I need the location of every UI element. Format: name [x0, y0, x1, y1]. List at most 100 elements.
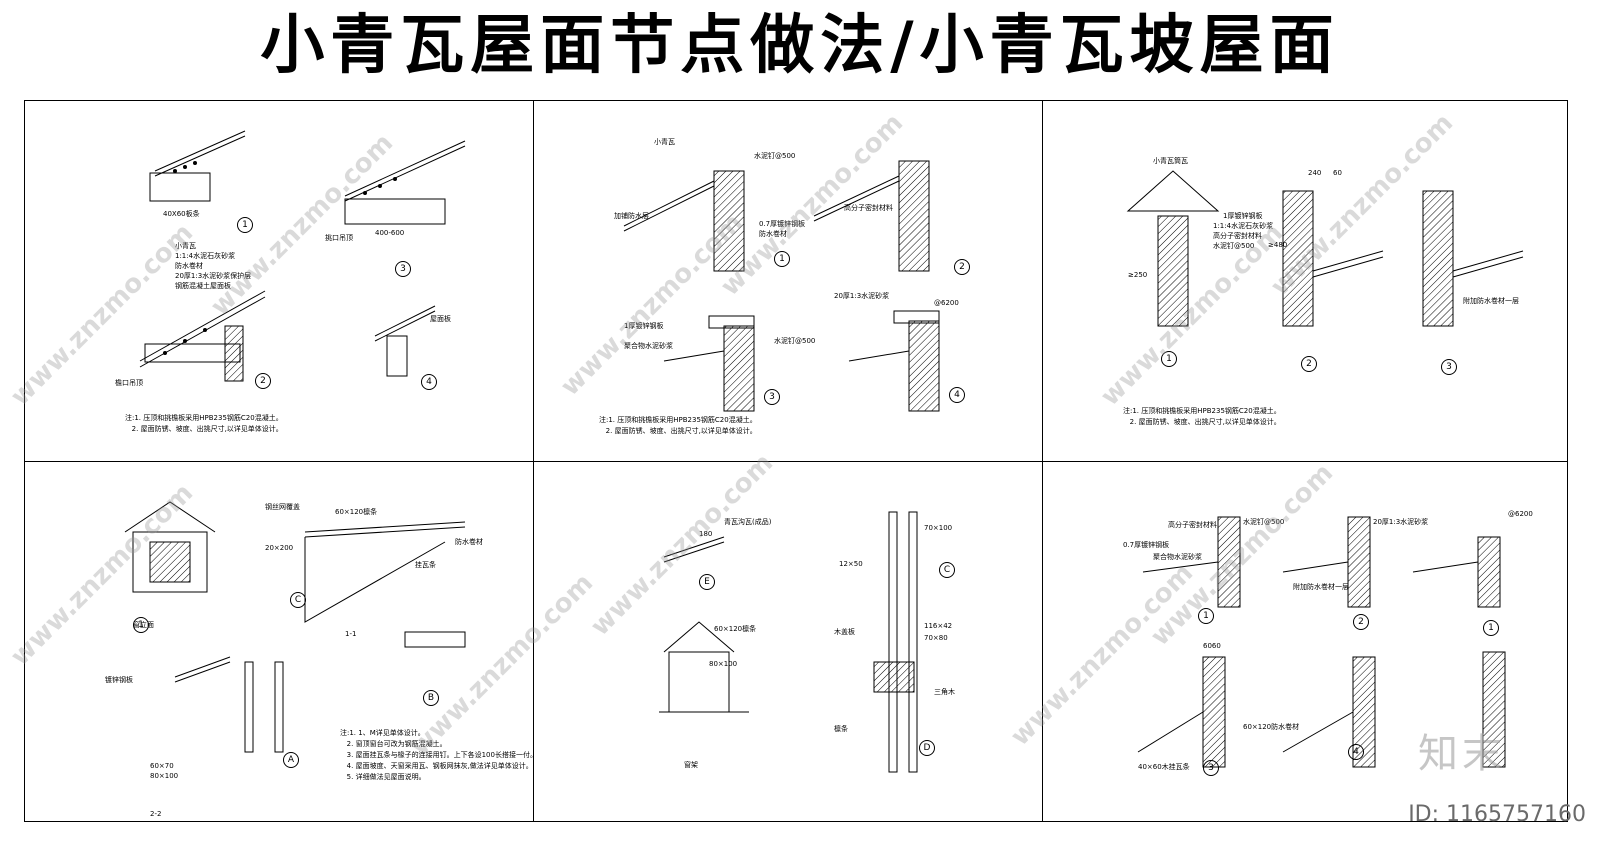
dormer-window-drawings [124, 501, 466, 753]
label: @6200 [934, 299, 959, 307]
label: 1:1:4水泥石灰砂浆 [1213, 222, 1274, 230]
label: 加铺防水层 [614, 212, 649, 220]
detail-marker: 2 [954, 259, 970, 275]
detail-panel-5: 青瓦沟瓦(成品) 180 60×120檩条 80×100 窗架 70×100 1… [534, 462, 1042, 823]
label: 三角木 [934, 688, 955, 696]
panel-divider [25, 461, 1567, 462]
detail-marker: 1 [1198, 608, 1214, 624]
panel-notes: 注:1. 压顶和挑檐板采用HPB235钢筋C20混凝土。 2. 屋面防锈、坡度、… [599, 416, 757, 435]
label: 木盖板 [834, 628, 855, 636]
label: 20厚1:3水泥砂浆 [834, 292, 890, 300]
label: 0.7厚镀锌钢板 [1123, 541, 1170, 549]
label: 2-2 [150, 810, 162, 818]
label: 青瓦沟瓦(成品) [724, 518, 772, 526]
detail-marker: 2 [1301, 356, 1317, 372]
label: 6060 [1203, 642, 1221, 650]
window-frame-drawings [659, 511, 918, 773]
panel-notes: 注:1. 压顶和挑檐板采用HPB235钢筋C20混凝土。 2. 屋面防锈、坡度、… [125, 414, 283, 433]
label: 70×100 [924, 524, 953, 532]
detail-marker: 4 [949, 387, 965, 403]
label: 高分子密封材料 [1213, 232, 1262, 240]
label: 80×100 [150, 772, 179, 780]
parapet-section-drawings [623, 160, 940, 412]
label: 挑口吊顶 [325, 234, 353, 242]
detail-marker: 1 [1161, 351, 1177, 367]
label: 20×200 [265, 544, 294, 552]
label: ≥250 [1128, 271, 1148, 279]
label: 20厚1:3水泥砂浆 [1373, 518, 1429, 526]
label: 附加防水卷材一层 [1293, 583, 1349, 591]
label: 水泥钉@500 [1213, 242, 1255, 250]
label: 小青瓦 [654, 138, 675, 146]
label: @6200 [1508, 510, 1533, 518]
label: 附加防水卷材一层 [1463, 297, 1519, 305]
label: 挂瓦条 [415, 561, 436, 569]
label: 20厚1:3水泥砂浆保护层 [175, 272, 252, 280]
detail-marker: 2 [255, 373, 271, 389]
detail-marker: 3 [1441, 359, 1457, 375]
label: 12×50 [839, 560, 863, 568]
label: 180 [699, 530, 713, 538]
label: 钢筋混凝土屋面板 [175, 282, 231, 290]
label: 40×60木挂瓦条 [1138, 763, 1190, 771]
label: 防水卷材 [759, 230, 787, 238]
detail-marker: 1 [237, 217, 253, 233]
detail-marker: A [283, 752, 299, 768]
label: 檩条 [834, 725, 848, 733]
detail-panel-4: 窗立面 60×120檩条 20×200 60×70 80×100 1-1 2-2… [25, 462, 533, 823]
brand-watermark: 知末 [1418, 731, 1506, 777]
label: 檐口吊顶 [115, 379, 143, 387]
detail-marker: 1 [1483, 620, 1499, 636]
detail-marker: D [919, 740, 935, 756]
label: 116×42 [924, 622, 953, 630]
drawing-sheet: 40X60板条 400-600 小青瓦 1:1:4水泥石灰砂浆 防水卷材 20厚… [24, 100, 1568, 822]
label: ≥480 [1268, 241, 1288, 249]
label: 60×120檩条 [335, 508, 378, 516]
label: 1-1 [345, 630, 357, 638]
label: 屋面板 [430, 315, 451, 323]
label: 水泥钉@500 [754, 152, 796, 160]
label: 聚合物水泥砂浆 [1153, 553, 1202, 561]
detail-marker: 2 [1353, 614, 1369, 630]
label: 0.7厚镀锌钢板 [759, 220, 806, 228]
label: 1厚镀锌钢板 [1223, 212, 1263, 220]
detail-marker: 1 [774, 251, 790, 267]
panel-notes: 注:1. 1、M详见单体设计。 2. 窗顶窗台可改为钢筋混凝土。 3. 屋面挂瓦… [340, 729, 533, 781]
detail-marker: 4 [1348, 744, 1364, 760]
flashing-section-drawings [1137, 516, 1506, 768]
label: 水泥钉@500 [774, 337, 816, 345]
label: 小青瓦筒瓦 [1153, 157, 1188, 165]
panel-notes: 注:1. 压顶和挑檐板采用HPB235钢筋C20混凝土。 2. 屋面防锈、坡度、… [1123, 407, 1281, 426]
detail-marker: C [939, 562, 955, 578]
label: 240 [1308, 169, 1322, 177]
detail-marker: 3 [764, 389, 780, 405]
detail-marker: 1 [133, 617, 149, 633]
label: 钢丝网覆盖 [265, 503, 300, 511]
label: 防水卷材 [455, 538, 483, 546]
detail-panel-1: 40X60板条 400-600 小青瓦 1:1:4水泥石灰砂浆 防水卷材 20厚… [25, 101, 533, 461]
eave-section-drawings [139, 130, 466, 382]
label: 高分子密封材料 [1168, 521, 1217, 529]
label: 水泥钉@500 [1243, 518, 1285, 526]
detail-marker: 4 [421, 374, 437, 390]
label: 40X60板条 [163, 210, 200, 218]
label: 60×120檩条 [714, 625, 757, 633]
label: 60 [1333, 169, 1342, 177]
label: 窗架 [684, 761, 698, 769]
detail-panel-3: 小青瓦筒瓦 1:1:4水泥石灰砂浆 高分子密封材料 水泥钉@500 1厚镀锌钢板… [1043, 101, 1569, 461]
label: 防水卷材 [175, 262, 203, 270]
ridge-section-drawings [1126, 170, 1524, 327]
label: 80×100 [709, 660, 738, 668]
label: 高分子密封材料 [844, 204, 893, 212]
detail-marker: 3 [395, 261, 411, 277]
page-title: 小青瓦屋面节点做法/小青瓦坡屋面 [260, 8, 1340, 83]
label: 60×120防水卷材 [1243, 723, 1300, 731]
label: 小青瓦 [175, 242, 196, 250]
detail-marker: B [423, 690, 439, 706]
detail-marker: E [699, 574, 715, 590]
label: 70×80 [924, 634, 948, 642]
label: 镀锌钢板 [105, 676, 133, 684]
image-id-label: ID: 1165757160 [1408, 802, 1586, 827]
detail-marker: 3 [1203, 760, 1219, 776]
label: 聚合物水泥砂浆 [624, 342, 673, 350]
